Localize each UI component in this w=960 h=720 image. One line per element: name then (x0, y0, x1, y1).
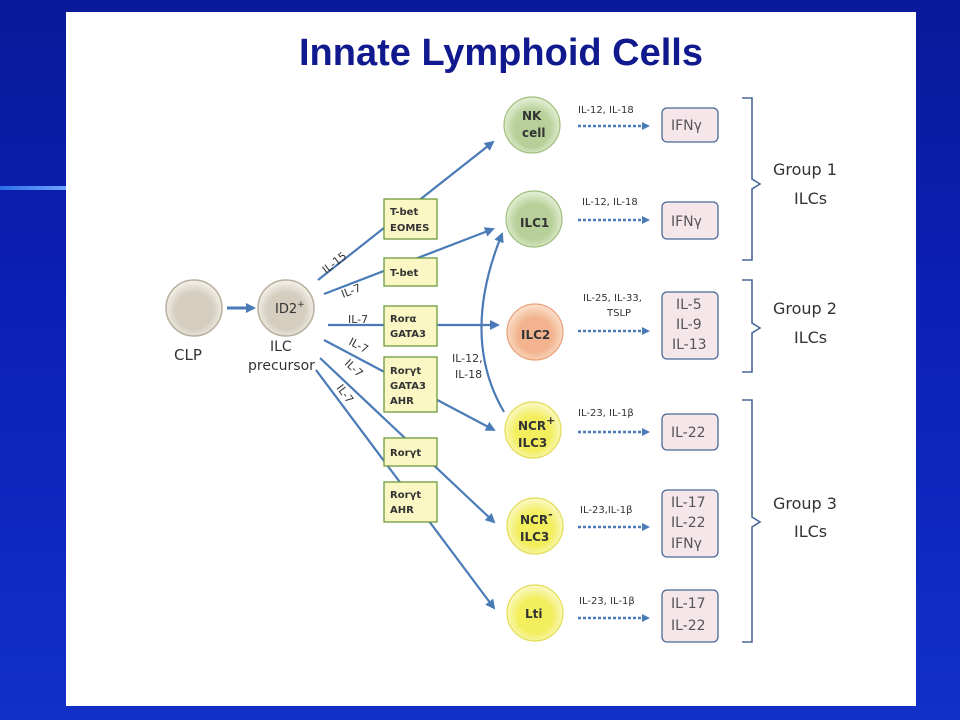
ilc-precursor-label-line2: precursor (248, 358, 315, 374)
svg-text:Lti: Lti (525, 607, 543, 621)
svg-text:EOMES: EOMES (390, 223, 429, 234)
group-2-label-line1: Group 2 (773, 299, 837, 318)
signal-il15: IL-15 (320, 249, 349, 276)
signal-il7-e: IL-7 (334, 382, 357, 406)
signal-il12-18-line1: IL-12, (452, 352, 483, 365)
factor-box-rora-gata3: Rorα GATA3 (383, 305, 438, 347)
svg-text:IL-22: IL-22 (671, 618, 706, 634)
group-3-label-line2: ILCs (794, 522, 827, 541)
slide-title: Innate Lymphoid Cells (299, 32, 703, 74)
group-2-label-line2: ILCs (794, 328, 827, 347)
svg-text:GATA3: GATA3 (390, 329, 426, 340)
products-ncr-plus: IL-22 (661, 413, 719, 451)
products-ilc1: IFNγ (661, 201, 719, 240)
ncr-plus-ilc3-cell: NCR+ ILC3 (504, 401, 562, 459)
svg-text:GATA3: GATA3 (390, 381, 426, 392)
ilc-diagram: CLP ID2+ ILC precursor IL-15 IL-7 IL-7 I… (165, 96, 837, 643)
group-1-label-line2: ILCs (794, 189, 827, 208)
factor-box-tbet: T-bet (383, 257, 438, 287)
lti-cell: Lti (506, 584, 564, 642)
svg-text:ILC2: ILC2 (521, 328, 550, 342)
svg-text:NCR+: NCR+ (518, 414, 555, 433)
factor-box-rorgt-gata3-ahr: Rorγt GATA3 AHR (383, 356, 438, 413)
inducers-ilc1: IL-12, IL-18 (582, 197, 638, 208)
svg-text:IL-22: IL-22 (671, 425, 706, 441)
products-ilc2: IL-5 IL-9 IL-13 (661, 291, 719, 360)
background-accent-stripe (0, 186, 66, 190)
svg-text:Rorγt: Rorγt (390, 366, 421, 377)
svg-text:IL-13: IL-13 (672, 337, 707, 353)
svg-text:AHR: AHR (390, 396, 414, 407)
inducers-ilc2-line1: IL-25, IL-33, (583, 293, 642, 304)
id2-marker: ID2+ (275, 300, 305, 317)
svg-text:NK: NK (522, 109, 542, 123)
inducers-nk: IL-12, IL-18 (578, 105, 634, 116)
signal-il7-a: IL-7 (339, 281, 362, 300)
svg-text:IFNγ: IFNγ (671, 214, 702, 230)
bracket-group-3 (742, 399, 762, 643)
svg-text:ILC1: ILC1 (520, 216, 549, 230)
ncr-minus-ilc3-cell: NCR- ILC3 (506, 497, 564, 555)
products-nk: IFNγ (661, 107, 719, 143)
svg-text:NCR-: NCR- (520, 508, 553, 527)
svg-text:IL-22: IL-22 (671, 515, 706, 531)
group-1-label-line1: Group 1 (773, 160, 837, 179)
svg-text:T-bet: T-bet (390, 268, 418, 279)
group-3-label-line1: Group 3 (773, 494, 837, 513)
svg-text:AHR: AHR (390, 505, 414, 516)
group-brackets (742, 97, 762, 643)
svg-text:IL-5: IL-5 (676, 297, 702, 313)
factor-box-rorgt-ahr: Rorγt AHR (383, 481, 438, 523)
svg-text:cell: cell (522, 126, 545, 140)
factor-box-tbet-eomes: T-bet EOMES (383, 198, 438, 240)
arrow-ncr-plus-to-ilc1 (480, 232, 505, 413)
clp-label: CLP (174, 346, 202, 364)
factor-box-rorgt: Rorγt (383, 437, 438, 467)
svg-text:Rorγt: Rorγt (390, 490, 421, 501)
signal-il12-18-line2: IL-18 (455, 368, 482, 381)
ilc2-cell: ILC2 (506, 303, 564, 361)
svg-text:ILC3: ILC3 (518, 436, 547, 450)
ilc-precursor-label-line1: ILC (270, 339, 292, 355)
bracket-group-2 (742, 279, 762, 373)
products-ncr-minus: IL-17 IL-22 IFNγ (661, 489, 719, 558)
clp-cell (165, 279, 223, 337)
inducers-ilc2-line2: TSLP (606, 308, 631, 319)
ilc1-cell: ILC1 (505, 190, 563, 248)
nk-cell: NK cell (503, 96, 561, 154)
signal-il7-b: IL-7 (348, 313, 368, 326)
svg-text:Rorα: Rorα (390, 314, 417, 325)
products-lti: IL-17 IL-22 (661, 589, 719, 643)
svg-text:Rorγt: Rorγt (390, 448, 421, 459)
svg-text:IFNγ: IFNγ (671, 118, 702, 134)
inducers-lti: IL-23, IL-1β (579, 596, 635, 607)
svg-text:T-bet: T-bet (390, 207, 418, 218)
svg-text:IL-17: IL-17 (671, 596, 706, 612)
ilc-precursor-cell (257, 279, 315, 337)
inducers-ncr-plus: IL-23, IL-1β (578, 408, 634, 419)
svg-text:IL-9: IL-9 (676, 317, 702, 333)
inducers-ncr-minus: IL-23,IL-1β (580, 505, 633, 516)
svg-text:ILC3: ILC3 (520, 530, 549, 544)
slide-canvas: Innate Lymphoid Cells (66, 12, 916, 706)
cytokine-arrows (578, 122, 650, 622)
bracket-group-1 (742, 97, 762, 261)
svg-text:IL-17: IL-17 (671, 495, 706, 511)
svg-text:IFNγ: IFNγ (671, 536, 702, 552)
